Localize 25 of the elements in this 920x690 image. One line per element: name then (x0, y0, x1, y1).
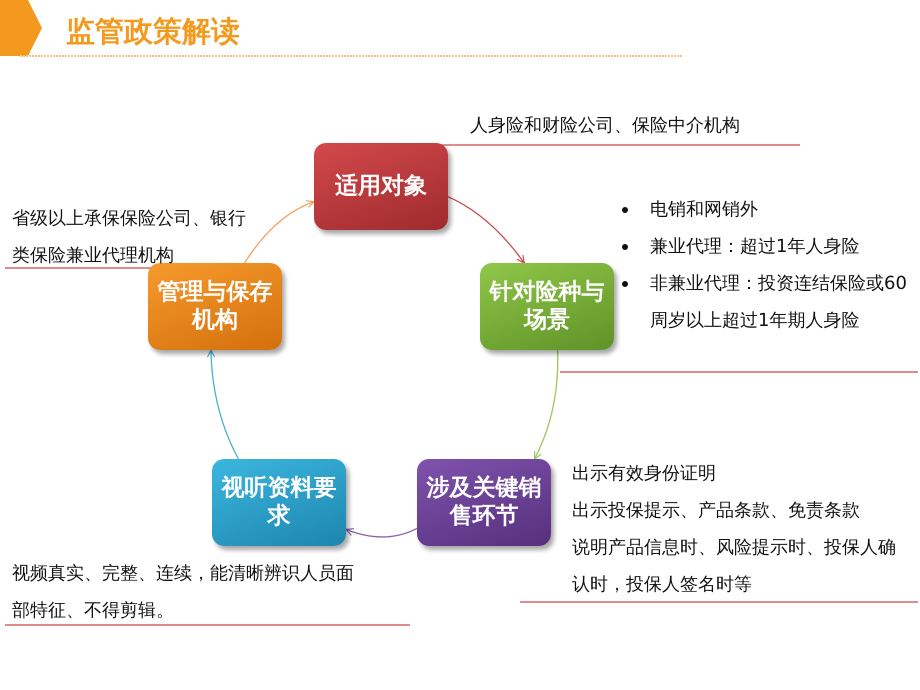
box-label: 涉及关键销售环节 (425, 474, 542, 530)
arrow (534, 350, 558, 460)
note-text: 出示投保提示、产品条款、免责条款 (572, 499, 861, 523)
note-text: 出示有效身份证明 (572, 462, 717, 486)
arrow (207, 349, 239, 460)
box-label: 视听资料要求 (220, 474, 338, 530)
rounded-box (480, 263, 614, 350)
arrow (244, 200, 315, 264)
box-label: 针对险种与场景 (488, 278, 606, 334)
note-text: 省级以上承保保险公司、银行类保险兼业代理机构 (12, 207, 247, 268)
arrow (345, 528, 418, 538)
title: 监管政策解读 (66, 13, 240, 50)
rounded-box (212, 459, 346, 546)
note-text: 视频真实、完整、连续，能清晰辨识人员面部特征、不得剪辑。 (12, 562, 355, 623)
arrow (448, 196, 525, 264)
bullet-item: 非兼业代理：投资连结保险或60周岁以上超过1年期人身险 (620, 265, 910, 339)
bullet-item: 兼业代理：超过1年人身险 (620, 228, 910, 265)
rounded-box (417, 459, 551, 546)
note-text: 说明产品信息时、风险提示时、投保人确认时，投保人签名时等 (572, 536, 897, 597)
note-text: 人身险和财险公司、保险中介机构 (470, 114, 741, 138)
box-label: 适用对象 (334, 172, 428, 200)
rounded-box (148, 263, 282, 350)
bullet-item: 电销和网销外 (620, 191, 910, 228)
rounded-box (314, 143, 448, 230)
box-label: 管理与保存机构 (156, 278, 274, 334)
